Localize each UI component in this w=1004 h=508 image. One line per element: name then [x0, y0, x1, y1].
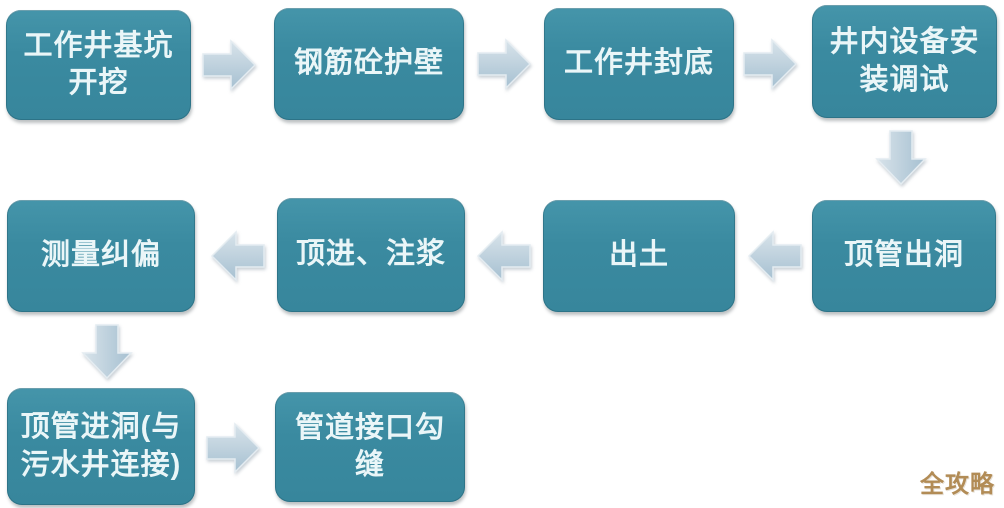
flow-step-label: 管道接口勾 缝 — [294, 411, 445, 481]
watermark: 全攻略 — [920, 471, 995, 498]
flow-step-jacking-grouting: 顶进、注浆 — [277, 198, 465, 312]
arrow-down-icon — [81, 324, 133, 380]
flow-step-pipe-entry: 顶管进洞(与 污水井连接) — [7, 388, 195, 505]
flow-step-soil-removal: 出土 — [543, 200, 735, 312]
arrow-right-icon — [743, 38, 797, 90]
flow-step-pipe-exit: 顶管出洞 — [812, 200, 996, 312]
flow-step-label: 出土 — [608, 239, 669, 272]
flow-step-label: 顶进、注浆 — [295, 238, 446, 271]
flow-step-label: 测量纠偏 — [40, 239, 161, 272]
flow-step-label: 钢筋砼护壁 — [293, 47, 444, 80]
flow-step-equipment-install: 井内设备安 装调试 — [812, 5, 997, 118]
arrow-right-icon — [206, 422, 260, 474]
arrow-left-icon — [748, 230, 802, 282]
flow-step-rc-wall: 钢筋砼护壁 — [274, 8, 464, 120]
arrow-left-icon — [211, 230, 265, 282]
flow-step-label: 工作井封底 — [563, 47, 714, 80]
arrow-left-icon — [477, 230, 531, 282]
flow-step-survey-correction: 测量纠偏 — [7, 200, 195, 312]
arrow-down-icon — [875, 130, 927, 186]
flow-step-label: 顶管出洞 — [843, 239, 964, 272]
flow-step-label: 井内设备安 装调试 — [829, 26, 980, 96]
flow-step-excavation: 工作井基坑 开挖 — [6, 10, 191, 120]
flow-step-joint-pointing: 管道接口勾 缝 — [275, 392, 465, 502]
flow-step-well-sealing: 工作井封底 — [544, 8, 734, 120]
flow-step-label: 顶管进洞(与 污水井连接) — [20, 411, 182, 481]
arrow-right-icon — [202, 39, 256, 91]
flow-step-label: 工作井基坑 开挖 — [23, 29, 174, 99]
arrow-right-icon — [477, 38, 531, 90]
